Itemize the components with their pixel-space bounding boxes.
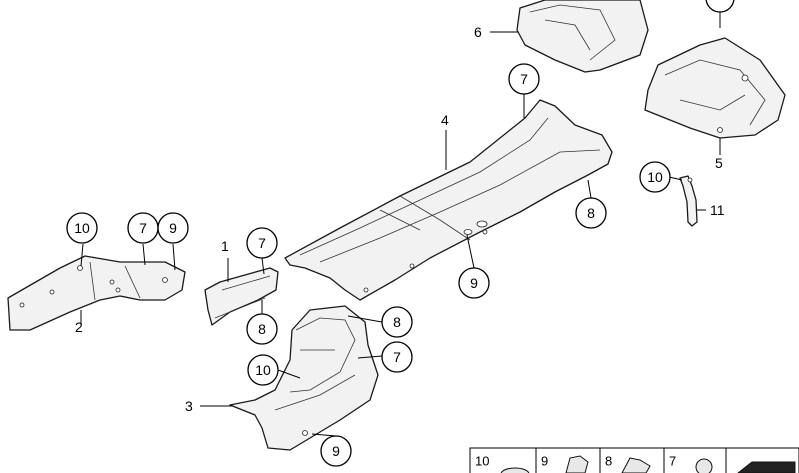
callout-7-tunnel-label: 7: [520, 71, 528, 87]
callout-10-clip-label: 10: [647, 169, 663, 185]
callout-10-left: 10: [66, 212, 98, 244]
callout-9-tunnel-label: 9: [470, 275, 478, 291]
callout-partial-top: [705, 0, 735, 13]
part-label-6: 6: [474, 24, 482, 40]
callout-8-tunnel-label: 8: [587, 205, 595, 221]
callout-9-tunnel: 9: [458, 267, 490, 299]
callout-10-clip: 10: [639, 161, 671, 193]
callout-7-lower: 7: [381, 341, 413, 373]
grommet-icon: [500, 467, 530, 473]
legend-cell-7: [663, 447, 727, 473]
part-label-4: 4: [441, 112, 449, 128]
callout-7-left-label: 7: [139, 220, 147, 236]
callout-7-left: 7: [127, 212, 159, 244]
callout-7-bracket-label: 7: [258, 235, 266, 251]
callout-9-left: 9: [157, 212, 189, 244]
callout-9-lower-label: 9: [332, 443, 340, 459]
part-label-5: 5: [715, 155, 723, 171]
callout-8-lower: 8: [381, 306, 413, 338]
part-label-2: 2: [75, 319, 83, 335]
callout-8-lower-label: 8: [393, 314, 401, 330]
callout-10-lower: 10: [247, 354, 279, 386]
callout-7-bracket: 7: [246, 227, 278, 259]
lower-shield-part-3: [229, 305, 379, 451]
legend-label-9: 9: [541, 454, 548, 469]
legend-label-10: 10: [475, 454, 489, 469]
legend-strip: 10 9 8 7: [469, 447, 799, 473]
black-strip-icon: [737, 461, 796, 473]
small-bracket-part-1: [204, 267, 279, 326]
callout-10-lower-label: 10: [255, 362, 271, 378]
callout-8-tunnel: 8: [575, 197, 607, 229]
callout-10-left-label: 10: [74, 220, 90, 236]
callout-7-tunnel: 7: [508, 63, 540, 95]
part-label-11: 11: [710, 202, 725, 218]
legend-label-8: 8: [605, 454, 612, 469]
callout-8-bracket: 8: [246, 313, 278, 345]
strap-part-11: [679, 175, 698, 227]
callout-7-lower-label: 7: [393, 349, 401, 365]
callout-9-left-label: 9: [169, 220, 177, 236]
leader-lines: [80, 12, 721, 437]
legend-cell-10: [469, 447, 537, 473]
clip-nut-icon: [565, 455, 589, 473]
part-label-3: 3: [185, 398, 193, 414]
tunnel-shield-part-4: [284, 99, 613, 301]
callout-9-lower: 9: [320, 435, 352, 467]
callout-8-bracket-label: 8: [258, 321, 266, 337]
bracket-plate-part-2: [7, 255, 186, 331]
heat-shield-part-6: [516, 0, 649, 73]
heat-shield-part-5: [644, 37, 786, 139]
fastener-clip-icon: [621, 457, 651, 473]
expansion-nut-icon: [695, 458, 713, 473]
part-label-1: 1: [221, 238, 229, 254]
legend-label-7: 7: [669, 454, 676, 469]
